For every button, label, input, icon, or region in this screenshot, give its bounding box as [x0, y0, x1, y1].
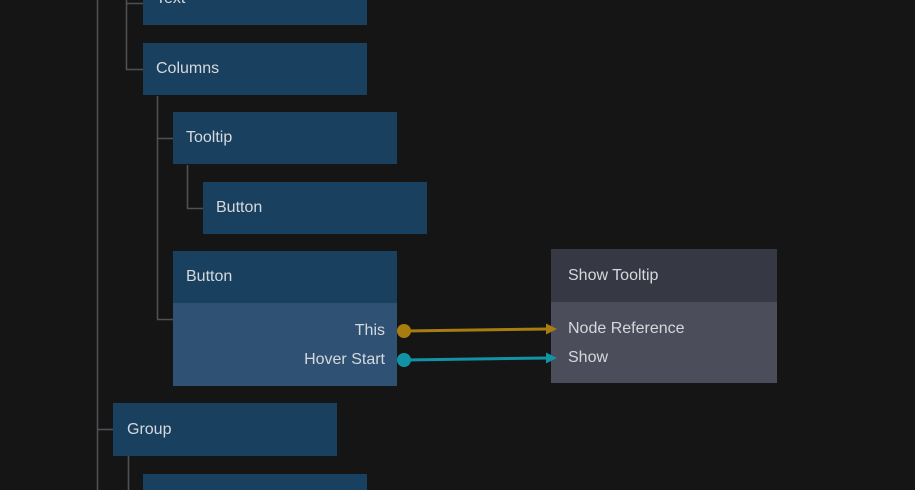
tree-line-columns-children [156, 96, 173, 321]
action-node-show-tooltip[interactable]: Show Tooltip Node Reference Show [551, 249, 777, 383]
input-port-label: Node Reference [568, 319, 685, 337]
output-port-label: Hover Start [304, 350, 385, 368]
action-node-header[interactable]: Show Tooltip [551, 249, 777, 302]
tree-node-header[interactable]: Button [173, 251, 397, 303]
tree-node-text[interactable]: Text [143, 0, 367, 25]
action-node-title: Show Tooltip [568, 266, 659, 284]
tree-node-label: Button [216, 199, 263, 216]
edge-hover-start-to-show[interactable] [397, 352, 557, 368]
action-node-input-ports: Node Reference Show [551, 302, 777, 383]
tree-node-label: Columns [156, 60, 220, 77]
output-port-row-hover-start[interactable]: Hover Start [173, 345, 397, 374]
edge-line[interactable] [403, 327, 548, 333]
output-port-label: This [354, 321, 385, 339]
output-port-dot-hover-start[interactable] [397, 353, 411, 367]
tree-node-button-nested[interactable]: Button [203, 182, 427, 234]
tree-node-label: Text [156, 0, 185, 8]
tree-node-partial[interactable] [143, 474, 367, 490]
input-port-label: Show [568, 348, 609, 366]
tree-line-text-columns [125, 0, 143, 71]
tree-node-columns[interactable]: Columns [143, 43, 367, 95]
tree-line-tooltip-child [186, 165, 203, 210]
input-port-row-show[interactable]: Show [551, 343, 777, 372]
output-port-row-this[interactable]: This [173, 316, 397, 345]
tree-node-button[interactable]: Button This Hover Start [173, 251, 397, 386]
tree-node-label: Button [186, 268, 233, 285]
tree-node-label: Tooltip [186, 129, 233, 146]
tree-node-output-ports: This Hover Start [173, 303, 397, 386]
edge-line[interactable] [403, 356, 548, 362]
input-port-row-node-reference[interactable]: Node Reference [551, 314, 777, 343]
edge-this-to-node-reference[interactable] [397, 323, 557, 339]
tree-node-tooltip[interactable]: Tooltip [173, 112, 397, 164]
output-port-dot-this[interactable] [397, 324, 411, 338]
tree-node-label: Group [127, 420, 172, 438]
tree-node-group[interactable]: Group [113, 403, 337, 456]
